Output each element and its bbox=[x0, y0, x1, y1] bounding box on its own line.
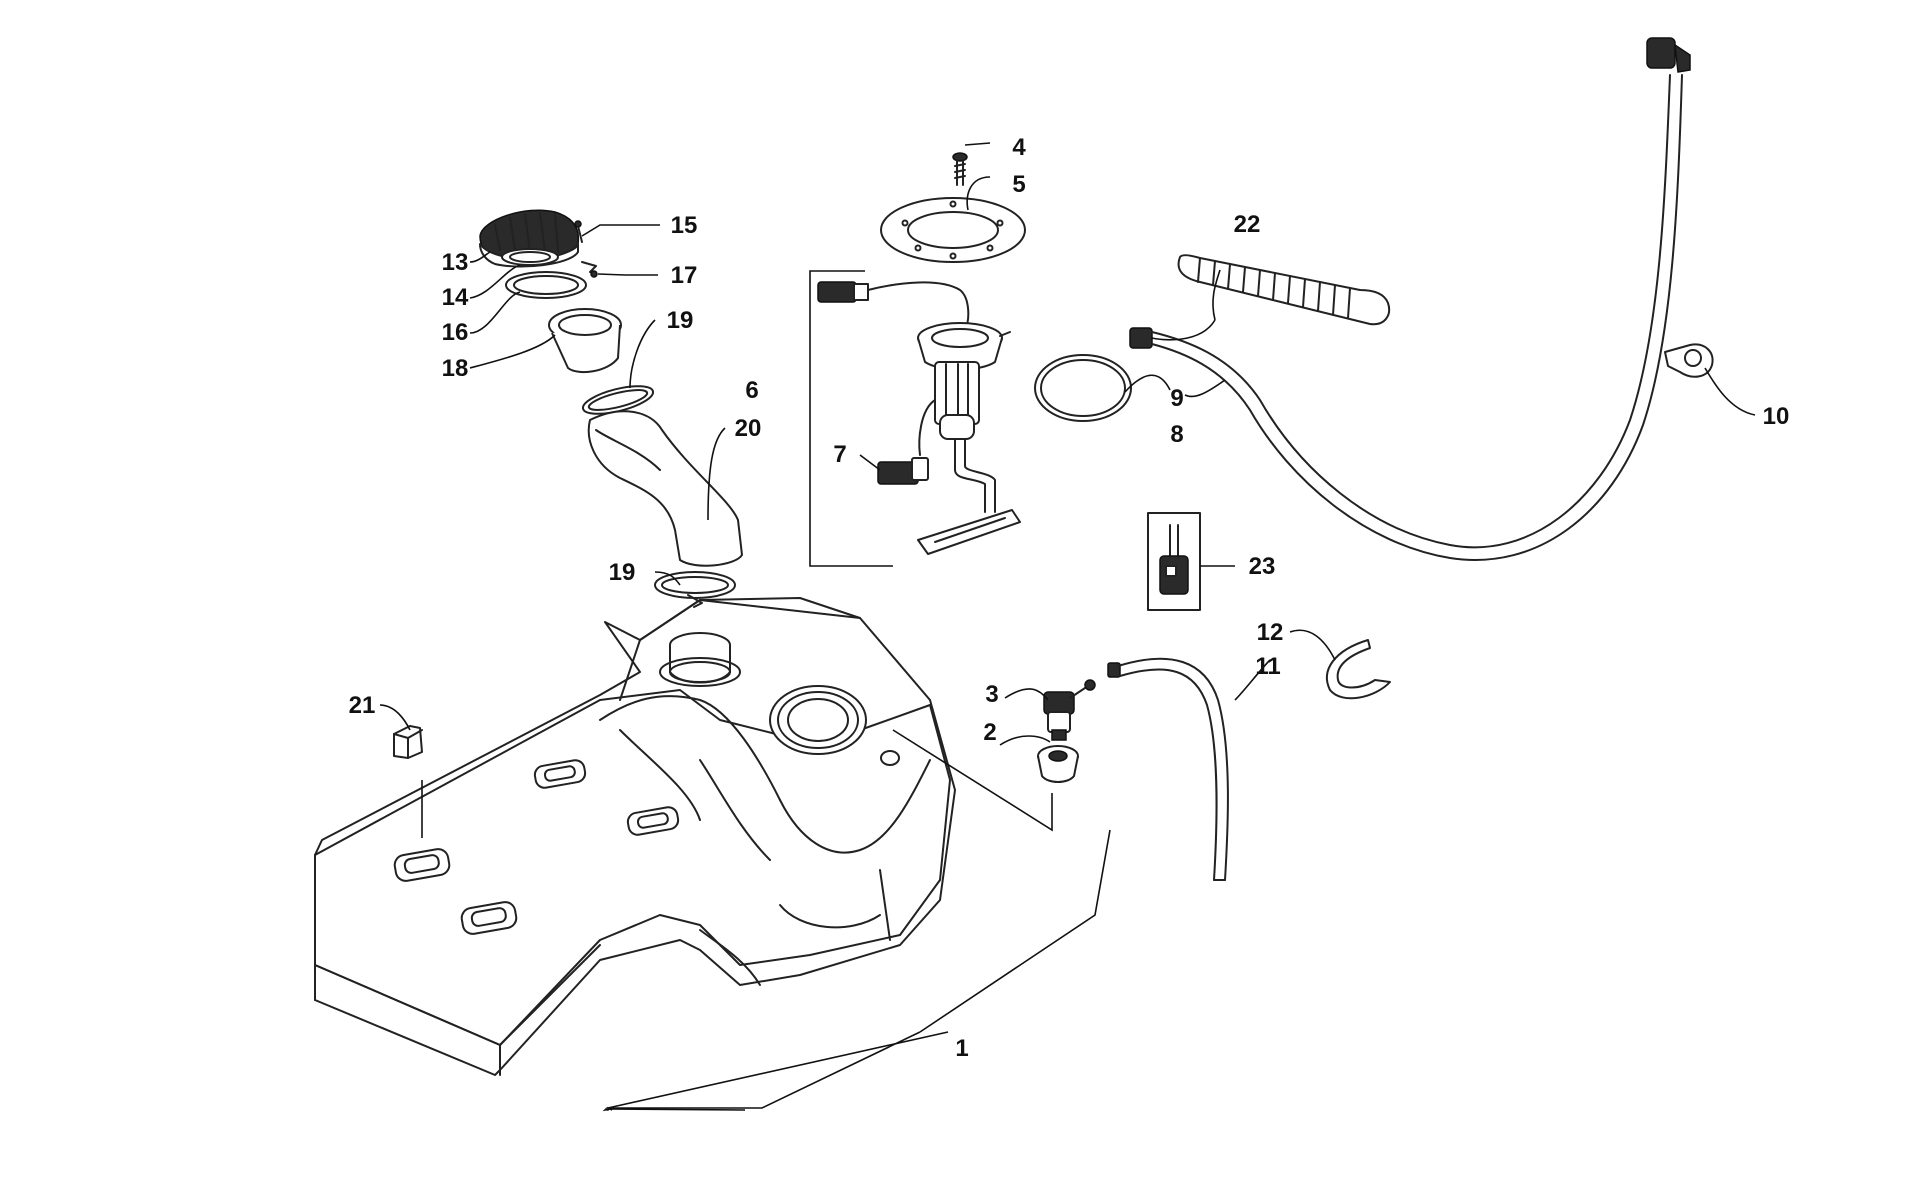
grommet-part bbox=[1037, 745, 1079, 783]
callout-12: 12 bbox=[1257, 619, 1284, 646]
callout-6: 6 bbox=[745, 377, 758, 404]
callout-labels: 1 2 3 4 5 6 7 8 9 10 11 12 13 14 15 16 1… bbox=[349, 134, 1790, 1062]
callout-10: 10 bbox=[1763, 403, 1790, 430]
filler-hose-part bbox=[587, 410, 743, 567]
screw-part bbox=[952, 152, 968, 186]
callout-17: 17 bbox=[671, 262, 698, 289]
callout-15: 15 bbox=[671, 212, 698, 239]
callout-16: 16 bbox=[442, 319, 469, 346]
callout-19-upper: 19 bbox=[667, 307, 694, 334]
callout-7: 7 bbox=[833, 441, 846, 468]
callout-13: 13 bbox=[442, 249, 469, 276]
callout-5: 5 bbox=[1012, 171, 1025, 198]
vent-hose-part bbox=[1107, 657, 1229, 881]
callout-11: 11 bbox=[1255, 653, 1280, 680]
callout-3: 3 bbox=[985, 681, 998, 708]
callout-14: 14 bbox=[442, 284, 469, 311]
fuel-tank-part bbox=[314, 597, 956, 1076]
fuel-pump-assembly-part bbox=[809, 270, 1021, 567]
retaining-ring-part bbox=[505, 271, 587, 299]
fuel-hose-part bbox=[1129, 37, 1691, 561]
protective-sleeve-part bbox=[1177, 254, 1390, 326]
mounting-plate-part bbox=[880, 197, 1026, 263]
fuel-level-sensor-part bbox=[1147, 512, 1201, 611]
strap-part bbox=[1325, 639, 1391, 700]
cap-gasket-part bbox=[501, 248, 559, 266]
callout-2: 2 bbox=[983, 719, 996, 746]
callout-19-lower: 19 bbox=[609, 559, 636, 586]
callout-23: 23 bbox=[1249, 553, 1276, 580]
o-ring-part bbox=[1034, 354, 1132, 422]
tether-rivet-part bbox=[574, 220, 583, 243]
leader-lines bbox=[379, 142, 1756, 1112]
callout-8: 8 bbox=[1170, 421, 1183, 448]
rubber-pad-part bbox=[393, 725, 423, 759]
callout-20: 20 bbox=[735, 415, 762, 442]
filler-adapter-part bbox=[548, 308, 622, 374]
callout-21: 21 bbox=[349, 692, 376, 719]
callout-18: 18 bbox=[442, 355, 469, 382]
hose-clamp-part bbox=[1664, 343, 1714, 378]
callout-4: 4 bbox=[1012, 134, 1026, 161]
callout-22: 22 bbox=[1234, 211, 1261, 238]
callout-9: 9 bbox=[1170, 385, 1183, 412]
tether-part bbox=[581, 261, 598, 278]
callout-1: 1 bbox=[955, 1035, 968, 1062]
vent-valve-part bbox=[1043, 679, 1096, 741]
